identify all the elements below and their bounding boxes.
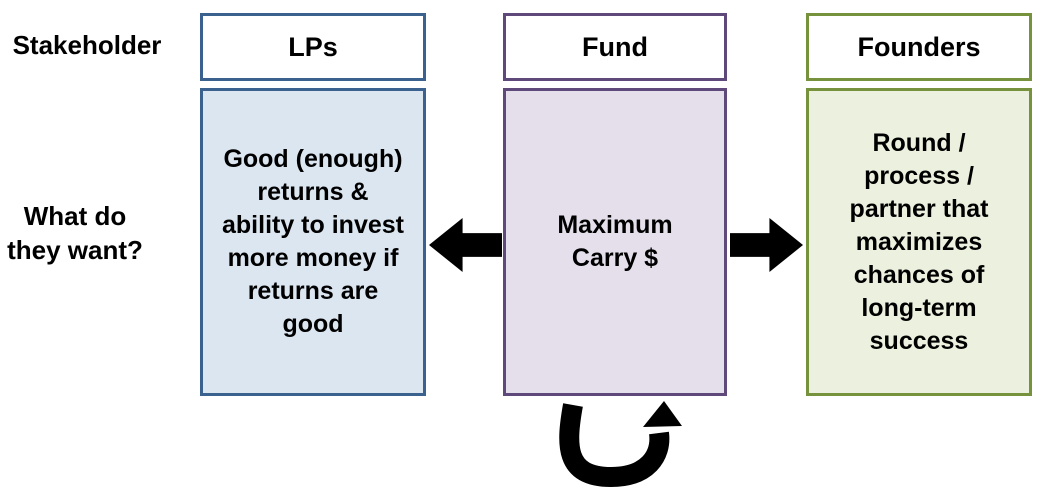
lps-header-label: LPs (288, 31, 338, 62)
lps-header-box: LPs (200, 13, 426, 81)
fund-want-box: Maximum Carry $ (503, 88, 727, 396)
founders-header-label: Founders (857, 31, 981, 62)
lps-want-text: Good (enough) returns & ability to inves… (222, 145, 404, 338)
fund-to-lps-arrow-icon (429, 218, 502, 272)
founders-want-text: Round / process / partner that maximizes… (849, 128, 989, 355)
stakeholder-row-label: Stakeholder (12, 30, 162, 60)
fund-header-label: Fund (582, 31, 648, 62)
founders-want-box: Round / process / partner that maximizes… (806, 88, 1032, 396)
fund-self-loop-u-turn-arrow-icon (559, 401, 682, 488)
founders-header-box: Founders (806, 13, 1032, 81)
want-row-label: What do they want? (7, 201, 143, 265)
fund-want-text: Maximum Carry $ (557, 211, 673, 272)
fund-to-founders-arrow-icon (730, 218, 803, 272)
fund-header-box: Fund (503, 13, 727, 81)
lps-want-box: Good (enough) returns & ability to inves… (200, 88, 426, 396)
